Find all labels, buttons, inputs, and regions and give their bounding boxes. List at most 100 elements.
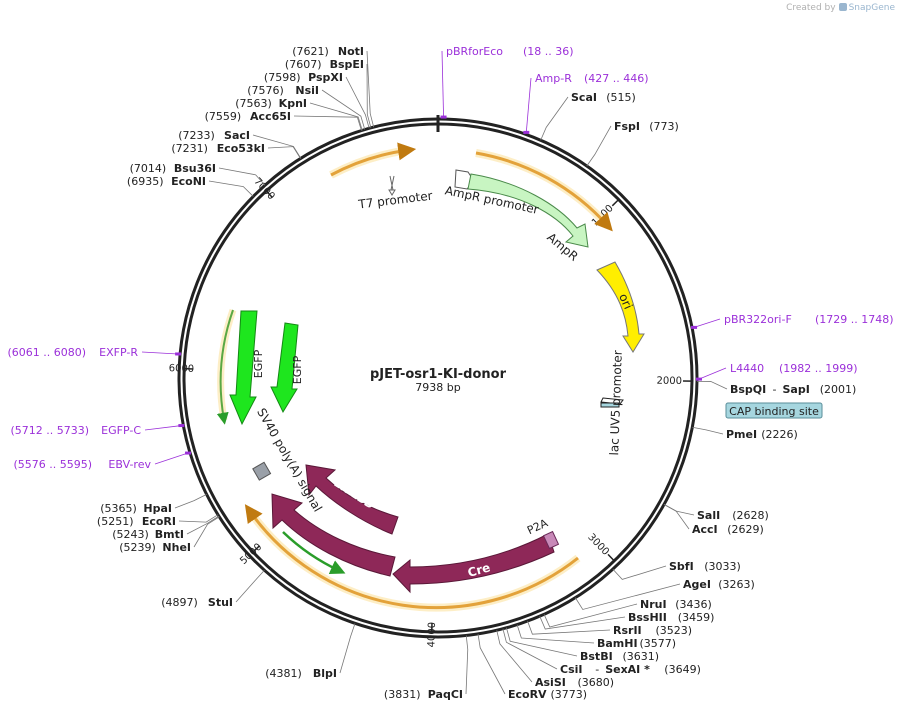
enzyme-name: NruI — [640, 598, 667, 611]
enzyme-name: PaqCI — [428, 688, 463, 701]
tick-mark — [611, 198, 620, 207]
enzyme-leader-nsii — [321, 89, 366, 130]
enzyme-name: BamHI — [597, 637, 638, 650]
enzyme-site-eco53ki[interactable]: Eco53kI(7231) — [171, 142, 265, 155]
enzyme-site-sbfi[interactable]: SbfI(3033) — [669, 560, 741, 573]
enzyme-site-stui[interactable]: StuI(4897) — [161, 596, 233, 609]
enzyme-site-fspi[interactable]: FspI(773) — [614, 120, 679, 133]
primer-exfp-r[interactable]: EXFP-R(6061 .. 6080) — [7, 346, 138, 359]
primer-name: pBRforEco — [446, 45, 503, 58]
cap-binding-site-mark[interactable] — [600, 402, 620, 408]
primer-leader-pbr322ori-f — [693, 318, 721, 328]
primer-egfp-c[interactable]: EGFP-C(5712 .. 5733) — [10, 424, 141, 437]
enzyme-leader-bspei — [366, 63, 372, 128]
enzyme-site-saci[interactable]: SacI (7233) — [178, 129, 250, 142]
enzyme-leader-kpni — [309, 102, 363, 131]
enzyme-site-kpni[interactable]: KpnI(7563) — [235, 97, 307, 110]
enzyme-leader-bsu36i — [218, 167, 266, 186]
enzyme-site-ecori[interactable]: EcoRI(5251) — [97, 515, 176, 528]
enzyme-site-ecorv[interactable]: EcoRV(3773) — [508, 688, 587, 701]
primer-range: (5576 .. 5595) — [13, 458, 92, 471]
sv40-polya-mark[interactable] — [252, 461, 272, 481]
tick-mark — [252, 545, 261, 553]
enzyme-site-acci[interactable]: AccI(2629) — [692, 523, 764, 536]
enzyme-position: (7233) — [178, 129, 215, 142]
enzyme-site-nhei[interactable]: NheI(5239) — [119, 541, 191, 554]
primer-labels: pBRforEco(18 .. 36) Amp-R(427 .. 446) pBR3… — [7, 45, 893, 471]
primer-amp-r[interactable]: Amp-R(427 .. 446) — [535, 72, 649, 85]
enzyme-position: (3631) — [623, 650, 660, 663]
enzyme-name-alt: SexAI * — [605, 663, 650, 676]
enzyme-leader-eco53ki — [267, 146, 301, 159]
enzyme-leader-lines — [174, 50, 728, 695]
enzyme-labels: ScaI(515) FspI(773) BspQI-SapI(2001) PmeI(2… — [97, 45, 856, 701]
enzyme-site-bamhi[interactable]: BamHI(3577) — [597, 637, 676, 650]
enzyme-site-agei[interactable]: AgeI(3263) — [683, 578, 755, 591]
enzyme-site-bmti[interactable]: BmtI(5243) — [112, 528, 184, 541]
enzyme-site-csii[interactable]: CsiI-SexAI *(3649) — [560, 663, 701, 676]
enzyme-site-rsrii[interactable]: RsrII(3523) — [613, 624, 692, 637]
plasmid-size: 7938 bp — [415, 381, 460, 394]
ampr-cds-arrow[interactable] — [467, 173, 589, 248]
enzyme-name: AsiSI — [535, 676, 566, 689]
sv40-polya-label: SV40 poly(A) signal — [254, 406, 325, 514]
enzyme-site-bsu36i[interactable]: Bsu36I(7014) — [130, 162, 216, 175]
enzyme-position: (5365) — [100, 502, 137, 515]
cap-binding-site-box[interactable] — [725, 402, 823, 419]
enzyme-site-sali[interactable]: SalI(2628) — [697, 509, 769, 522]
enzyme-site-pspxi[interactable]: PspXI(7598) — [264, 71, 343, 84]
enzyme-site-acc65i[interactable]: Acc65I(7559) — [205, 110, 291, 123]
primer-pbrforeco[interactable]: pBRforEco(18 .. 36) — [446, 45, 574, 58]
p2a-mark[interactable] — [542, 530, 560, 550]
enzyme-site-bstbi[interactable]: BstBI(3631) — [580, 650, 659, 663]
enzyme-name: FspI — [614, 120, 640, 133]
er-lbd-cds[interactable] — [305, 464, 399, 535]
enzyme-site-paqci[interactable]: PaqCI(3831) — [384, 688, 463, 701]
ori-arrow[interactable] — [596, 261, 645, 353]
enzyme-leader-saci — [252, 134, 302, 159]
enzyme-leader-pspxi — [345, 76, 370, 129]
enzyme-position: (2226) — [761, 428, 798, 441]
primer-range: (427 .. 446) — [584, 72, 649, 85]
enzyme-site-scai[interactable]: ScaI(515) — [571, 91, 636, 104]
enzyme-site-nsii[interactable]: NsiI(7576) — [247, 84, 319, 97]
ert2-green-arc — [282, 531, 346, 575]
enzyme-leader-ecori — [178, 514, 219, 523]
enzyme-site-asisi[interactable]: AsiSI(3680) — [535, 676, 614, 689]
enzyme-site-bsshii[interactable]: BssHII(3459) — [628, 611, 714, 624]
primer-ebv-rev[interactable]: EBV-rev(5576 .. 5595) — [13, 458, 151, 471]
enzyme-site-nrui[interactable]: NruI(3436) — [640, 598, 712, 611]
cre-cds[interactable] — [392, 533, 555, 594]
tick-mark — [607, 553, 615, 562]
enzyme-site-blpi[interactable]: BlpI(4381) — [265, 667, 337, 680]
egfp-cds-2[interactable] — [270, 322, 299, 414]
enzyme-position: (5243) — [112, 528, 149, 541]
snapgene-logo-icon — [838, 3, 847, 11]
credit-brand: SnapGene — [848, 3, 895, 13]
t7-promoter-arrow[interactable] — [388, 175, 396, 196]
enzyme-position: (2001) — [820, 383, 857, 396]
enzyme-name: BspQI — [730, 383, 766, 396]
enzyme-name: HpaI — [143, 502, 172, 515]
enzyme-leader-bsshii — [539, 616, 626, 630]
primer-pbr322ori-f[interactable]: pBR322ori-F(1729 .. 1748) — [724, 313, 894, 326]
egfp-cds-1[interactable] — [229, 310, 258, 426]
enzyme-position: (7014) — [130, 162, 167, 175]
enzyme-site-econi[interactable]: EcoNI(6935) — [127, 175, 206, 188]
enzyme-site-bspei[interactable]: BspEI(7607) — [285, 58, 364, 71]
enzyme-site-bspqi[interactable]: BspQI-SapI(2001) — [730, 383, 856, 396]
primer-l4440[interactable]: L4440(1982 .. 1999) — [730, 362, 858, 375]
enzyme-name: BlpI — [313, 667, 337, 680]
primer-range: (1982 .. 1999) — [779, 362, 858, 375]
enzyme-site-hpai[interactable]: HpaI (5365) — [100, 502, 172, 515]
enzyme-name: StuI — [208, 596, 233, 609]
lac-uv5-promoter-label: lac UV5 promoter — [607, 350, 625, 456]
enzyme-position: (5251) — [97, 515, 134, 528]
enzyme-name: SacI — [224, 129, 250, 142]
egfp-label-1: EGFP — [252, 349, 265, 378]
enzyme-site-noti[interactable]: NotI(7621) — [292, 45, 364, 58]
ert2-cds[interactable] — [271, 493, 396, 577]
plasmid-name: pJET-osr1-KI-donor — [370, 367, 507, 382]
enzyme-site-pmei[interactable]: PmeI(2226) — [726, 428, 798, 441]
